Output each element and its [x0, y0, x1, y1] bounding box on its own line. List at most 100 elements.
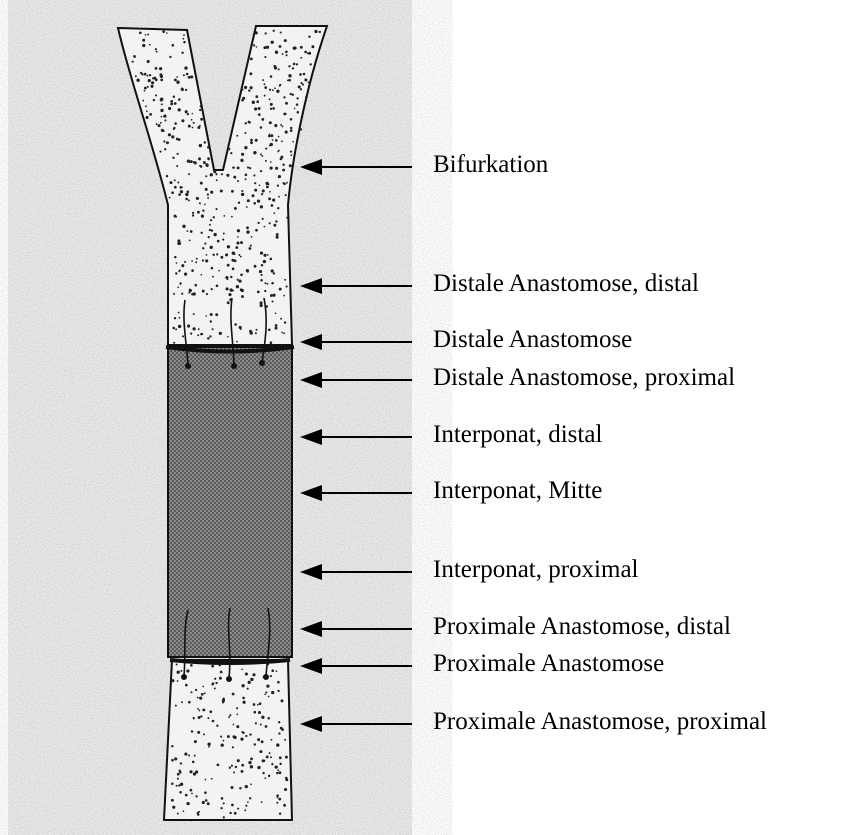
- stipple-dot: [283, 96, 285, 98]
- stipple-dot: [191, 691, 193, 693]
- stipple-dot: [136, 79, 139, 82]
- stipple-dot: [172, 157, 174, 159]
- stipple-dot: [191, 293, 194, 296]
- stipple-dot: [166, 141, 169, 144]
- stipple-dot: [294, 47, 297, 50]
- stipple-dot: [264, 693, 266, 695]
- stipple-dot: [221, 797, 224, 800]
- stipple-dot: [260, 724, 262, 726]
- stipple-dot: [270, 75, 273, 78]
- stipple-dot: [279, 45, 282, 48]
- stipple-dot: [241, 99, 244, 102]
- stipple-dot: [271, 41, 274, 44]
- stipple-dot: [198, 716, 201, 719]
- stipple-dot: [232, 746, 234, 748]
- stipple-dot: [269, 98, 271, 100]
- stipple-dot: [263, 254, 266, 257]
- stipple-dot: [196, 258, 198, 260]
- stipple-dot: [208, 236, 210, 238]
- stipple-dot: [260, 279, 263, 282]
- stipple-dot: [292, 67, 294, 69]
- stipple-dot: [171, 44, 174, 47]
- stipple-dot: [174, 215, 177, 218]
- stipple-dot: [273, 272, 275, 274]
- stipple-dot: [213, 233, 216, 236]
- stipple-dot: [178, 325, 181, 328]
- stipple-dot: [250, 139, 253, 142]
- stipple-dot: [241, 770, 244, 773]
- stipple-dot: [147, 75, 149, 77]
- stipple-dot: [188, 125, 191, 128]
- stipple-dot: [308, 35, 310, 37]
- stipple-dot: [142, 39, 145, 42]
- stipple-dot: [184, 753, 187, 756]
- stipple-dot: [277, 207, 279, 209]
- stipple-dot: [181, 119, 184, 122]
- stipple-dot: [240, 328, 242, 330]
- stipple-dot: [181, 701, 183, 703]
- stipple-dot: [276, 233, 279, 236]
- stipple-dot: [304, 51, 307, 54]
- stipple-dot: [227, 301, 230, 304]
- stipple-dot: [210, 219, 212, 221]
- stipple-dot: [188, 754, 190, 756]
- stipple-dot: [282, 169, 285, 172]
- stipple-dot: [282, 126, 284, 128]
- stipple-dot: [236, 707, 238, 709]
- stipple-dot: [184, 261, 186, 263]
- stipple-dot: [205, 175, 207, 177]
- stipple-dot: [255, 722, 257, 724]
- stipple-dot: [193, 772, 196, 775]
- stipple-dot: [209, 224, 211, 226]
- stipple-dot: [232, 693, 235, 696]
- stipple-dot: [169, 181, 172, 184]
- stipple-dot: [290, 129, 293, 132]
- stipple-dot: [197, 708, 199, 710]
- stipple-dot: [198, 157, 201, 160]
- stipple-dot: [231, 216, 233, 218]
- stipple-dot: [248, 761, 251, 764]
- stipple-dot: [205, 799, 208, 802]
- stipple-dot: [245, 735, 247, 737]
- stipple-dot: [236, 241, 239, 244]
- stipple-dot: [215, 208, 217, 210]
- stipple-dot: [249, 247, 252, 250]
- stipple-dot: [191, 269, 194, 272]
- stipple-dot: [218, 270, 220, 272]
- stipple-dot: [300, 57, 302, 59]
- stipple-dot: [216, 253, 218, 255]
- stipple-dot: [202, 210, 204, 212]
- stipple-dot: [282, 182, 284, 184]
- stipple-dot: [261, 194, 263, 196]
- stipple-dot: [285, 194, 287, 196]
- stipple-dot: [193, 717, 195, 719]
- stipple-dot: [253, 711, 256, 714]
- stipple-dot: [207, 157, 210, 160]
- stipple-dot: [220, 807, 222, 809]
- stipple-dot: [204, 791, 207, 794]
- stipple-dot: [275, 220, 277, 222]
- stipple-dot: [257, 738, 260, 741]
- stipple-dot: [163, 114, 166, 117]
- stipple-dot: [162, 30, 165, 33]
- stipple-dot: [183, 810, 185, 812]
- stipple-dot: [264, 282, 266, 284]
- stipple-dot: [149, 113, 152, 116]
- stipple-dot: [188, 199, 190, 201]
- stipple-dot: [246, 270, 249, 273]
- stipple-dot: [250, 331, 253, 334]
- stipple-dot: [246, 206, 248, 208]
- stipple-dot: [180, 783, 183, 786]
- stipple-dot: [268, 135, 271, 138]
- stipple-dot: [169, 197, 171, 199]
- stipple-dot: [171, 783, 174, 786]
- stipple-dot: [271, 282, 274, 285]
- stipple-dot: [222, 239, 224, 241]
- stipple-dot: [179, 771, 182, 774]
- stipple-dot: [223, 215, 225, 217]
- stipple-dot: [240, 274, 243, 277]
- stipple-dot: [166, 32, 168, 34]
- stipple-dot: [185, 89, 187, 91]
- stipple-dot: [175, 705, 177, 707]
- stipple-dot: [170, 100, 173, 103]
